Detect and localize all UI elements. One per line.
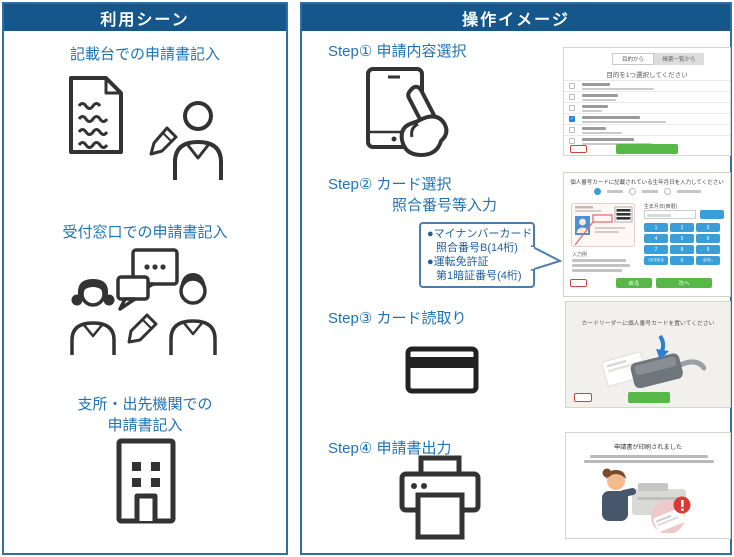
read-button [628, 392, 670, 403]
step3-label: Step③ カード読取り [328, 310, 467, 327]
usage-scene-header: 利用シーン [4, 4, 286, 31]
keypad-key: 8 [670, 245, 694, 254]
progress-stepper [564, 188, 730, 195]
screen-step3-card-reader: カードリーダーに個人番号カードを置いてください [565, 301, 731, 408]
step-dot [663, 188, 671, 195]
section-title-writing-desk: 記載台での申請書記入 [69, 46, 220, 63]
next-button: 次へ [656, 278, 712, 288]
date-input [644, 210, 696, 219]
option-row [564, 80, 730, 92]
back-button [570, 145, 587, 153]
screen4-heading: 申請書が印刷されました [613, 444, 683, 451]
keypad-key: 9 [696, 245, 720, 254]
building-icon [116, 438, 176, 524]
step-dot-active [593, 188, 601, 195]
option-row [564, 102, 730, 114]
card-reader-illustration [601, 334, 706, 388]
step1-label: Step① 申請内容選択 [328, 43, 467, 60]
checkbox-icon [569, 127, 575, 133]
back-button: 戻る [616, 278, 652, 288]
keypad-key: 1 [644, 223, 668, 232]
step4-label: Step④ 申請書出力 [328, 440, 452, 457]
step2-label-line1: Step② カード選択 [328, 176, 452, 193]
tablet-touch-icon [366, 67, 449, 157]
operation-image-panel: 操作イメージ Step① 申請内容選択 目的から 帳票一覧から 目的を1つ選択し… [300, 2, 732, 555]
section-title-branch-office: 支所・出先機関での 申請書記入 [4, 394, 286, 436]
option-row [564, 124, 730, 136]
confirm-button [616, 144, 678, 154]
tab-by-form-list: 帳票一覧から [654, 53, 704, 65]
option-row [564, 91, 730, 103]
checkbox-icon [569, 94, 575, 100]
checkbox-icon [569, 105, 575, 111]
reception-people-icon [70, 248, 217, 355]
step-dot [628, 188, 636, 195]
checkbox-icon [569, 138, 575, 144]
keypad-key: 7 [644, 245, 668, 254]
keypad-key: 3 [696, 223, 720, 232]
clear-button [700, 210, 724, 219]
example-label: 入力例 [572, 252, 588, 258]
mynumber-card-illustration [571, 203, 635, 247]
screen1-heading: 目的を1つ選択してください [606, 72, 688, 79]
tab-by-purpose: 目的から [612, 53, 654, 65]
keypad-key: 5 [670, 234, 694, 243]
keypad-backspace-key: 1文字戻る [644, 256, 668, 265]
field-label: 生年月日(西暦) [644, 204, 678, 210]
keypad-key: 0 [670, 256, 694, 265]
checkbox-checked-icon: ✓ [569, 116, 575, 122]
branch-office-line2: 申請書記入 [107, 417, 183, 434]
callout-pointer [531, 244, 563, 272]
card-number-callout: ●マイナンバーカード 照合番号B(14桁) ●運転免許証 第1暗証番号(4桁) [419, 222, 535, 288]
branch-office-line1: 支所・出先機関での [77, 396, 213, 413]
screen-step4-printed: 申請書が印刷されました [565, 432, 731, 539]
keypad-key: 2 [670, 223, 694, 232]
option-row [564, 135, 730, 147]
cancel-button [574, 393, 592, 402]
usage-scene-panel: 利用シーン 記載台での申請書記入 受付窓口での申請書記入 [2, 2, 288, 555]
numeric-keypad: 1 2 3 4 5 6 7 8 9 1文字戻る 0 全消し [644, 223, 724, 265]
step2-label-line2: 照合番号等入力 [392, 197, 498, 214]
keypad-key: 6 [696, 234, 720, 243]
screen-step1-selection: 目的から 帳票一覧から 目的を1つ選択してください ✓ [563, 47, 731, 156]
keypad-key: 4 [644, 234, 668, 243]
operation-image-header: 操作イメージ [302, 4, 730, 31]
printer-icon [399, 455, 481, 540]
callout-line: 第1暗証番号(4桁) [436, 270, 522, 282]
callout-line: ●運転免許証 [427, 256, 489, 268]
printing-person-illustration [602, 468, 691, 533]
screen2-heading: 個人番号カードに記載されている生年月日を入力してください [570, 180, 724, 186]
option-row-selected: ✓ [564, 113, 730, 125]
screen3-heading: カードリーダーに個人番号カードを置いてください [581, 321, 715, 327]
callout-line: 照合番号B(14桁) [436, 242, 518, 254]
section-title-reception: 受付窓口での申請書記入 [62, 224, 228, 241]
checkbox-icon [569, 83, 575, 89]
callout-line: ●マイナンバーカード [427, 228, 533, 240]
document-pencil-person-icon [69, 76, 223, 180]
screen-step2-pin-entry: 個人番号カードに記載されている生年月日を入力してください 入力例 [563, 172, 731, 297]
keypad-clear-all-key: 全消し [696, 256, 720, 265]
cancel-button [570, 279, 587, 287]
card-icon [405, 346, 479, 394]
